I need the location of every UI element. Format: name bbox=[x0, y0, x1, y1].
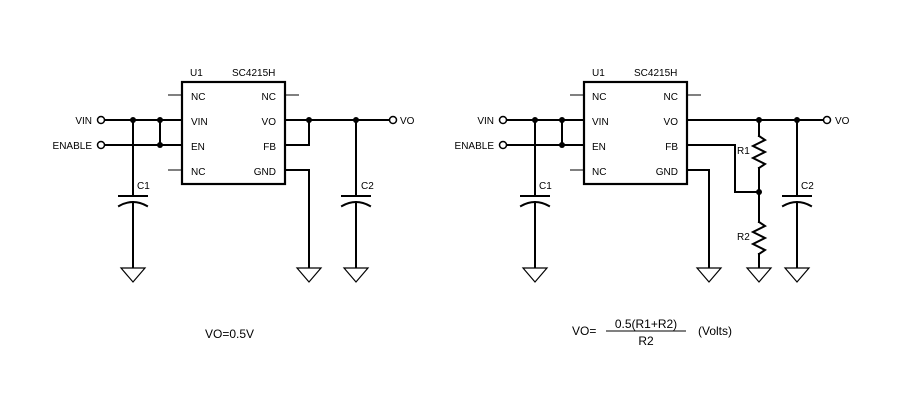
right-vin-terminal bbox=[498, 115, 508, 125]
right-r2-label: R2 bbox=[737, 232, 750, 243]
right-c2-ground-icon bbox=[783, 267, 811, 283]
left-c2-label: C2 bbox=[361, 181, 374, 192]
left-c2-ground-icon bbox=[342, 267, 370, 283]
left-vo-terminal bbox=[388, 115, 398, 125]
left-enable-terminal bbox=[96, 140, 106, 150]
right-pin-l2: VIN bbox=[592, 117, 609, 128]
right-pin-r3: FB bbox=[665, 142, 678, 153]
right-pin-l3: EN bbox=[592, 142, 606, 153]
right-ic-ref: U1 bbox=[592, 68, 605, 79]
right-equation-lhs: VO= bbox=[572, 324, 596, 338]
right-ic-body bbox=[582, 80, 689, 186]
right-pin-l4: NC bbox=[592, 167, 606, 178]
left-gnd-wire bbox=[284, 169, 310, 269]
right-fb-wire bbox=[686, 144, 760, 193]
right-ic-part: SC4215H bbox=[634, 68, 677, 79]
right-enable-label: ENABLE bbox=[455, 141, 495, 152]
right-equation-denominator: R2 bbox=[638, 334, 654, 348]
left-pin-r1: NC bbox=[262, 92, 276, 103]
left-pin-l3: EN bbox=[191, 142, 205, 153]
left-vin-label: VIN bbox=[75, 116, 92, 127]
left-pin-l1: NC bbox=[191, 92, 205, 103]
left-vo-label: VO bbox=[400, 116, 415, 127]
right-r2-ground-icon bbox=[745, 267, 773, 283]
left-circuit: U1 SC4215H NC VIN EN NC NC VO FB GND VIN… bbox=[53, 68, 415, 341]
left-pin-r3: FB bbox=[263, 142, 276, 153]
left-pin-r2: VO bbox=[262, 117, 277, 128]
left-ic-part: SC4215H bbox=[232, 68, 275, 79]
left-fb-wire bbox=[284, 119, 310, 146]
left-enable-label: ENABLE bbox=[53, 141, 93, 152]
right-c1-label: C1 bbox=[539, 181, 552, 192]
left-vin-terminal bbox=[96, 115, 106, 125]
left-ic-body bbox=[180, 80, 287, 186]
right-pin-l1: NC bbox=[592, 92, 606, 103]
right-c2-label: C2 bbox=[801, 181, 814, 192]
right-pin-r4: GND bbox=[656, 167, 678, 178]
right-r1-label: R1 bbox=[737, 146, 750, 157]
left-c1-ground-icon bbox=[119, 267, 147, 283]
left-ic-ground-icon bbox=[295, 267, 323, 283]
right-enable-terminal bbox=[498, 140, 508, 150]
right-c1-ground-icon bbox=[521, 267, 549, 283]
right-vo-terminal bbox=[822, 115, 832, 125]
left-pin-l4: NC bbox=[191, 167, 205, 178]
right-equation-unit: (Volts) bbox=[698, 324, 732, 338]
left-pin-l2: VIN bbox=[191, 117, 208, 128]
left-pin-r4: GND bbox=[254, 167, 276, 178]
left-ic-ref: U1 bbox=[190, 68, 203, 79]
right-ic-ground-icon bbox=[695, 267, 723, 283]
right-r2-resistor bbox=[750, 220, 768, 256]
left-equation: VO=0.5V bbox=[205, 327, 254, 341]
left-c1-label: C1 bbox=[137, 181, 150, 192]
right-pin-r1: NC bbox=[664, 92, 678, 103]
right-vin-label: VIN bbox=[477, 116, 494, 127]
right-circuit: U1 SC4215H NC VIN EN NC NC VO FB GND VIN… bbox=[455, 68, 850, 348]
right-vo-label: VO bbox=[835, 116, 850, 127]
right-gnd-wire bbox=[686, 169, 710, 269]
right-r1-resistor bbox=[750, 134, 768, 170]
right-pin-r2: VO bbox=[664, 117, 679, 128]
right-equation-numerator: 0.5(R1+R2) bbox=[615, 317, 677, 331]
